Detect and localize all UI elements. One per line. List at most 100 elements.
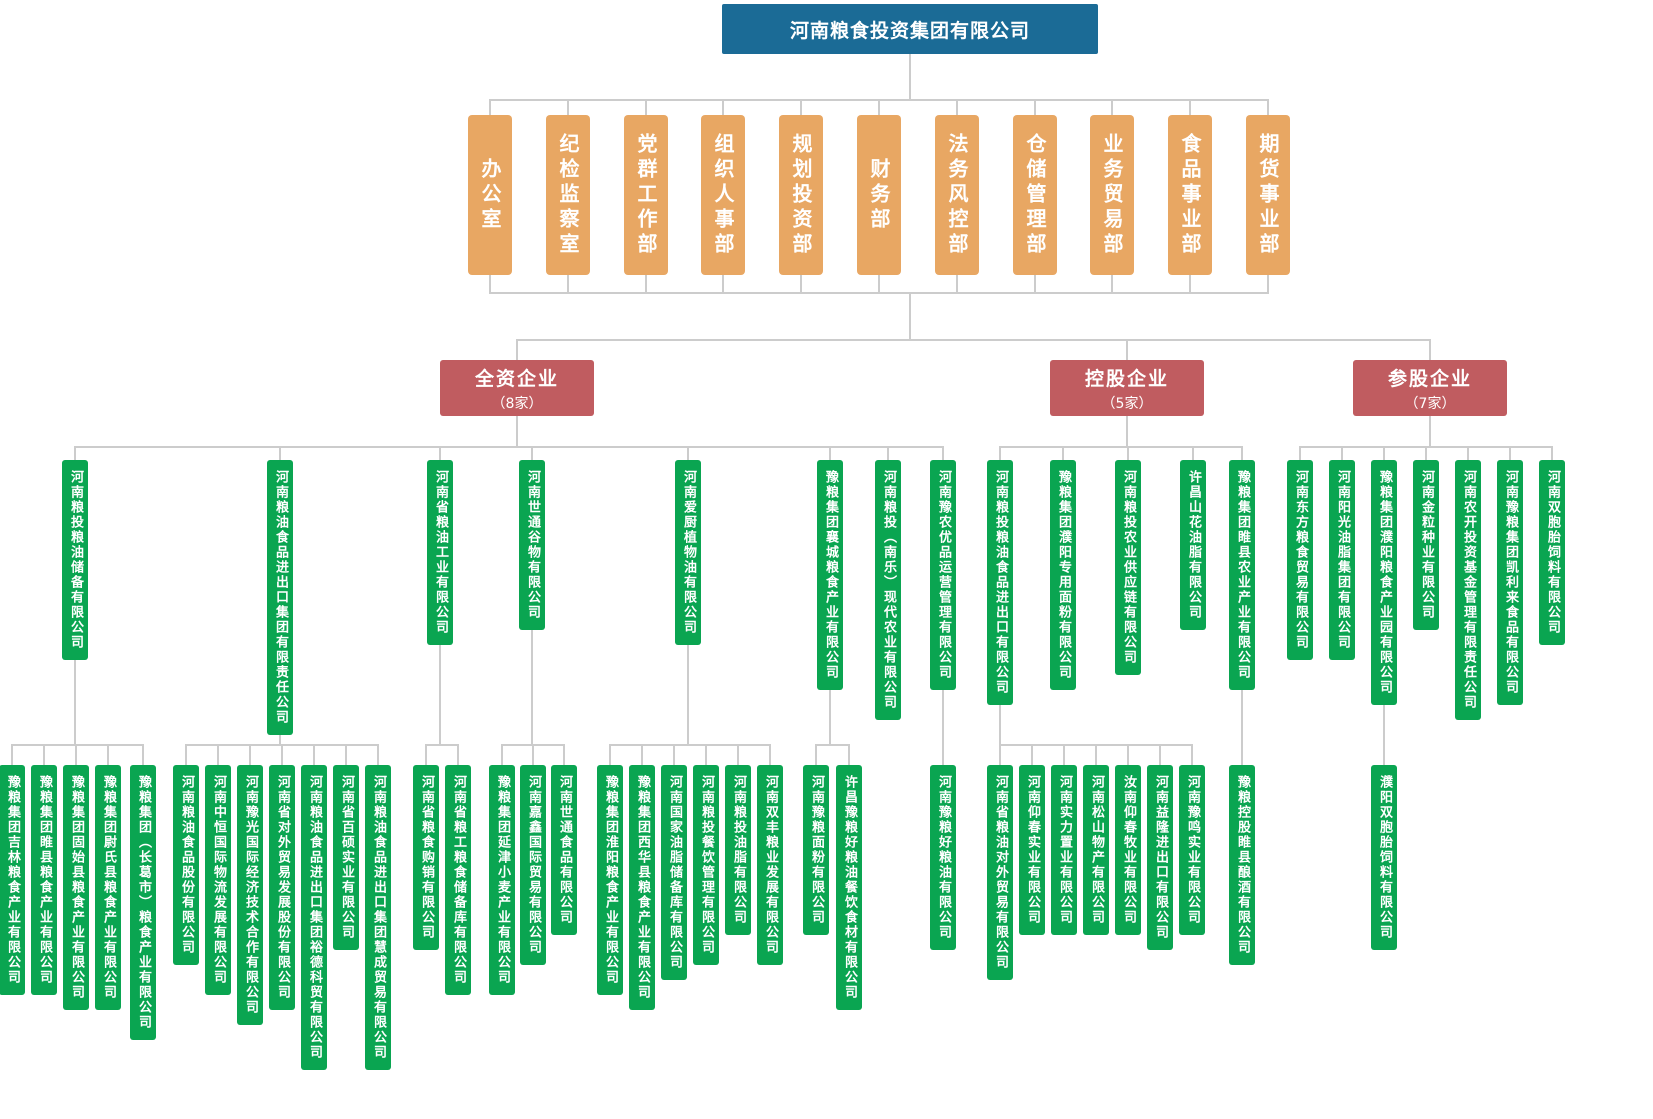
connector-line xyxy=(999,447,1001,460)
connector-line xyxy=(425,745,427,765)
category-count: （5家） xyxy=(1101,395,1153,412)
connector-line xyxy=(999,705,1001,745)
connector-line xyxy=(1159,745,1161,765)
subsidiary-node: 豫粮控股睢县酿酒有限公司 xyxy=(1229,765,1255,965)
subsidiary-node: 河南豫鸣实业有限公司 xyxy=(1179,765,1205,935)
connector-line xyxy=(279,735,281,745)
department-node: 法务风控部 xyxy=(935,115,979,275)
connector-line xyxy=(1062,447,1064,460)
connector-line xyxy=(722,100,724,115)
connector-line xyxy=(1191,745,1193,765)
subsidiary-node: 河南实力置业有限公司 xyxy=(1051,765,1077,935)
connector-line xyxy=(1299,447,1301,460)
connector-line xyxy=(377,745,379,765)
subsidiary-node: 河南益隆进出口有限公司 xyxy=(1147,765,1173,950)
connector-line xyxy=(645,100,647,115)
subsidiary-node: 河南松山物产有限公司 xyxy=(1083,765,1109,935)
connector-line xyxy=(531,630,533,745)
category-node: 控股企业（5家） xyxy=(1050,360,1204,416)
category-node: 参股企业（7家） xyxy=(1353,360,1507,416)
connector-line xyxy=(645,275,647,293)
connector-line xyxy=(11,745,13,765)
subsidiary-node: 河南省粮油对外贸易有限公司 xyxy=(987,765,1013,980)
subsidiary-node: 河南省百硕实业有限公司 xyxy=(333,765,359,950)
subsidiary-node: 河南粮油食品进出口集团裕德科贸有限公司 xyxy=(301,765,327,1070)
company-node: 豫粮集团濮阳专用面粉有限公司 xyxy=(1050,460,1076,690)
subsidiary-node: 豫粮集团西华县粮食产业有限公司 xyxy=(629,765,655,1010)
connector-line xyxy=(281,745,283,765)
connector-line xyxy=(345,745,347,765)
company-node: 河南世通谷物有限公司 xyxy=(519,460,545,630)
subsidiary-node: 河南省对外贸易发展股份有限公司 xyxy=(269,765,295,1010)
subsidiary-node: 河南双丰粮业发展有限公司 xyxy=(757,765,783,965)
connector-line xyxy=(705,745,707,765)
connector-line xyxy=(673,745,675,765)
connector-line xyxy=(489,100,491,115)
connector-line xyxy=(425,744,459,746)
connector-line xyxy=(815,745,817,765)
connector-line xyxy=(737,745,739,765)
subsidiary-node: 许昌豫粮好粮油餐饮食材有限公司 xyxy=(836,765,862,1010)
connector-line xyxy=(1127,447,1129,460)
department-node: 纪检监察室 xyxy=(546,115,590,275)
connector-line xyxy=(800,100,802,115)
connector-line xyxy=(1429,340,1431,360)
connector-line xyxy=(279,447,281,460)
connector-line xyxy=(722,275,724,293)
subsidiary-node: 河南仰春实业有限公司 xyxy=(1019,765,1045,935)
connector-line xyxy=(1034,275,1036,293)
category-title: 参股企业 xyxy=(1387,367,1472,390)
connector-line xyxy=(1031,745,1033,765)
connector-line xyxy=(489,292,1269,294)
subsidiary-node: 豫粮集团睢县粮食产业有限公司 xyxy=(31,765,57,995)
subsidiary-node: 豫粮集团淮阳粮食产业有限公司 xyxy=(597,765,623,995)
subsidiary-node: 河南豫粮面粉有限公司 xyxy=(803,765,829,935)
connector-line xyxy=(942,690,944,765)
connector-line xyxy=(956,100,958,115)
subsidiary-node: 豫粮集团（长葛市）粮食产业有限公司 xyxy=(130,765,156,1040)
connector-line xyxy=(942,447,944,460)
connector-line xyxy=(769,745,771,765)
connector-line xyxy=(887,447,889,460)
subsidiary-node: 河南粮投油脂有限公司 xyxy=(725,765,751,935)
subsidiary-node: 汝南仰春牧业有限公司 xyxy=(1115,765,1141,935)
connector-line xyxy=(501,745,503,765)
connector-line xyxy=(1509,447,1511,460)
connector-line xyxy=(567,100,569,115)
connector-line xyxy=(185,745,187,765)
connector-line xyxy=(457,745,459,765)
department-node: 食品事业部 xyxy=(1168,115,1212,275)
connector-line xyxy=(439,645,441,745)
company-node: 河南豫农优品运营管理有限公司 xyxy=(930,460,956,690)
org-root-node: 河南粮食投资集团有限公司 xyxy=(722,4,1098,54)
connector-line xyxy=(516,340,518,360)
company-node: 豫粮集团濮阳粮食产业园有限公司 xyxy=(1371,460,1397,705)
subsidiary-node: 河南世通食品有限公司 xyxy=(551,765,577,935)
subsidiary-node: 河南省粮食购销有限公司 xyxy=(413,765,439,950)
connector-line xyxy=(999,446,1243,448)
connector-line xyxy=(1551,447,1553,460)
connector-line xyxy=(563,745,565,765)
connector-line xyxy=(1126,340,1128,360)
connector-line xyxy=(1063,745,1065,765)
company-node: 豫粮集团襄城粮食产业有限公司 xyxy=(817,460,843,690)
company-node: 河南双胞胎饲料有限公司 xyxy=(1539,460,1565,645)
connector-line xyxy=(999,745,1001,765)
connector-line xyxy=(75,745,77,765)
company-node: 河南爱厨植物油有限公司 xyxy=(675,460,701,645)
subsidiary-node: 河南粮油食品股份有限公司 xyxy=(173,765,199,965)
connector-line xyxy=(909,293,911,340)
connector-line xyxy=(531,447,533,460)
connector-line xyxy=(829,447,831,460)
connector-line xyxy=(800,275,802,293)
company-node: 河南豫粮集团凯利来食品有限公司 xyxy=(1497,460,1523,705)
company-node: 河南阳光油脂集团有限公司 xyxy=(1329,460,1355,660)
connector-line xyxy=(74,447,76,460)
connector-line xyxy=(1111,100,1113,115)
connector-line xyxy=(74,660,76,745)
subsidiary-node: 河南粮投餐饮管理有限公司 xyxy=(693,765,719,965)
department-node: 党群工作部 xyxy=(624,115,668,275)
subsidiary-node: 豫粮集团延津小麦产业有限公司 xyxy=(489,765,515,995)
department-node: 组织人事部 xyxy=(701,115,745,275)
